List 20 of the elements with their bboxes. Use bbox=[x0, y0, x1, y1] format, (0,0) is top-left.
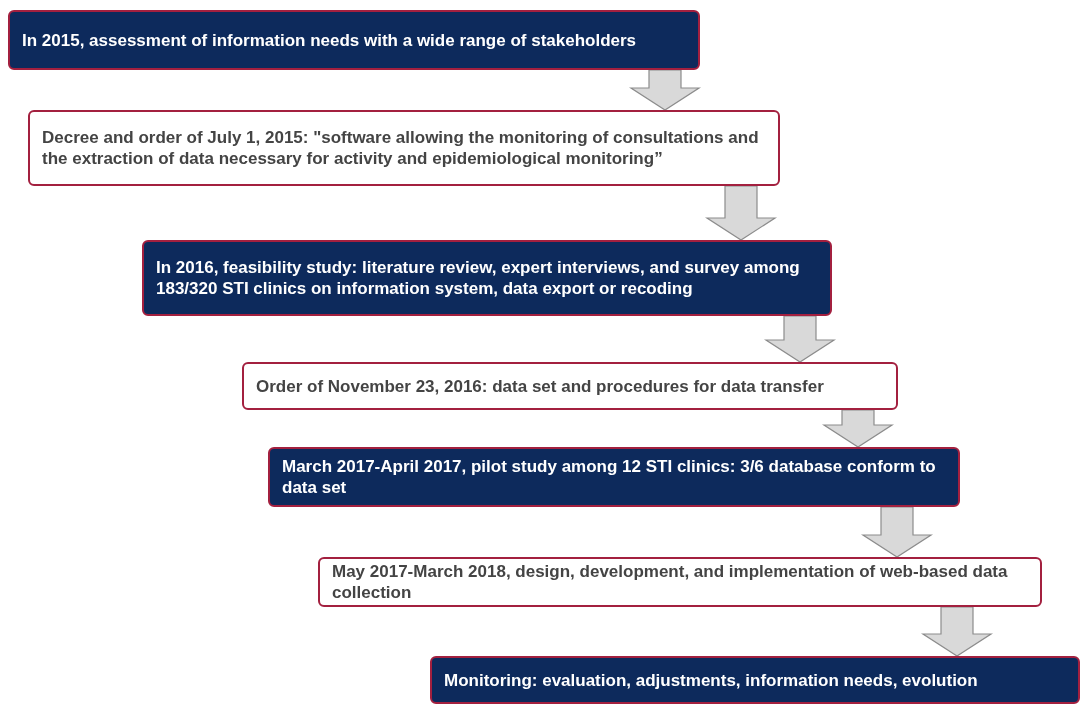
block-arrow bbox=[860, 506, 934, 558]
step-text: March 2017-April 2017, pilot study among 12 STI clinics: 3/6 database conform to data set bbox=[282, 456, 937, 498]
step-text: Order of November 23, 2016: data set and procedures for data transfer bbox=[256, 375, 824, 397]
process-box bbox=[318, 557, 1042, 607]
step-text: In 2016, feasibility study: literature review, expert interviews, and survey among 183/320 STI clinics on information system, data export or recoding bbox=[156, 257, 801, 299]
process-box bbox=[8, 10, 700, 70]
step-text: Monitoring: evaluation, adjustments, information needs, evolution bbox=[444, 669, 978, 691]
block-arrow bbox=[821, 409, 895, 448]
block-arrow bbox=[920, 606, 994, 657]
step-text: In 2015, assessment of information needs with a wide range of stakeholders bbox=[22, 29, 637, 51]
process-box bbox=[268, 447, 960, 507]
block-arrow bbox=[763, 315, 837, 363]
process-box bbox=[242, 362, 898, 410]
process-box bbox=[142, 240, 832, 316]
process-box bbox=[28, 110, 780, 186]
process-box bbox=[430, 656, 1080, 704]
step-text: Decree and order of July 1, 2015: "software allowing the monitoring of consultations and the extraction of data necessary for activity and epidemiological monitoring” bbox=[42, 127, 760, 169]
step-text: May 2017-March 2018, design, development, and implementation of web-based data collection bbox=[332, 561, 1009, 603]
block-arrow bbox=[704, 185, 778, 241]
block-arrow bbox=[628, 69, 702, 111]
